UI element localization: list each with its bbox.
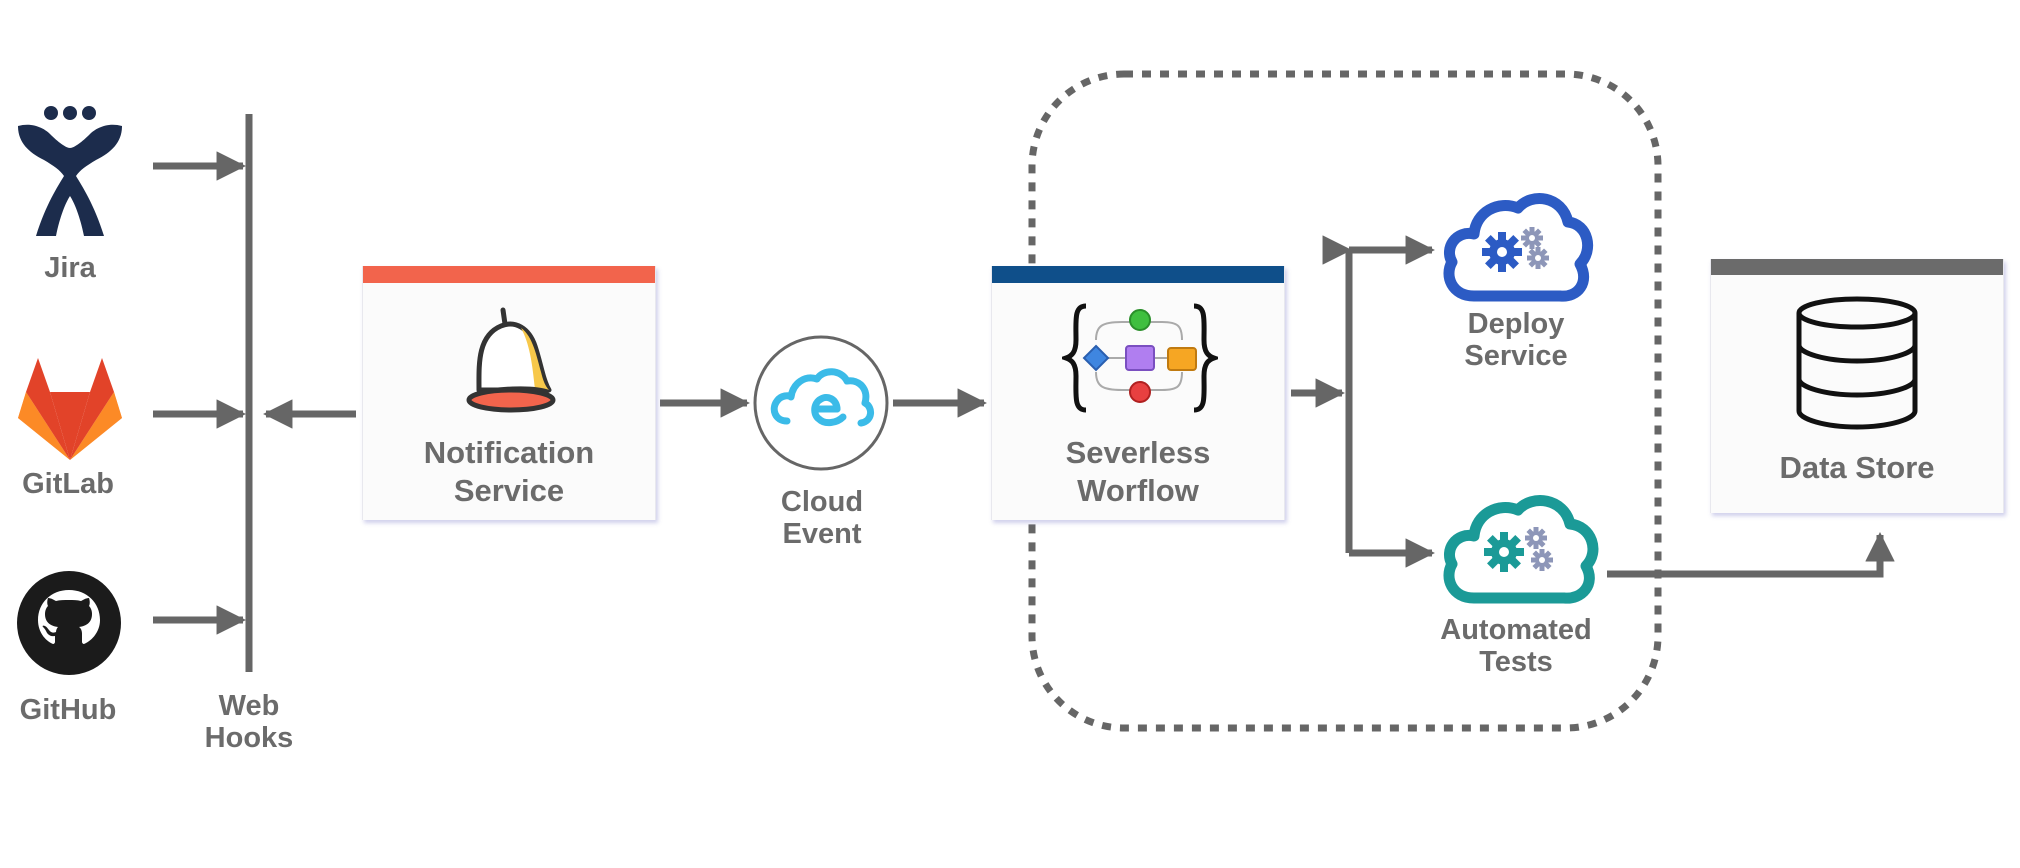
deploy-service-cloud-icon bbox=[1443, 193, 1594, 302]
serverless-workflow-label: Severless Worflow bbox=[992, 434, 1284, 510]
automated-tests-label: Automated Tests bbox=[1418, 614, 1614, 679]
data-store-label: Data Store bbox=[1779, 450, 1935, 485]
notification-service-header-bar bbox=[363, 266, 655, 283]
database-icon bbox=[1796, 296, 1918, 430]
notification-service-card: Notification Service bbox=[362, 266, 656, 520]
jira-label: Jira bbox=[44, 252, 96, 284]
deploy-service-label-line1: Deploy bbox=[1467, 308, 1565, 340]
github-label: GitHub bbox=[19, 694, 117, 726]
notification-service-label-line2: Service bbox=[453, 472, 565, 508]
webhooks-label-line2: Hooks bbox=[204, 722, 294, 755]
data-store-card: Data Store bbox=[1710, 259, 2004, 513]
arrow-tests-to-data-store bbox=[1607, 532, 1895, 578]
automated-tests-label-line1: Automated bbox=[1440, 614, 1592, 646]
gitlab-icon bbox=[18, 358, 122, 460]
cloud-event-icon bbox=[753, 335, 889, 471]
deploy-service-label: Deploy Service bbox=[1428, 308, 1604, 373]
webhooks-label-line1: Web bbox=[218, 690, 280, 722]
notification-service-label: Notification Service bbox=[363, 434, 655, 510]
notification-service-label-line1: Notification bbox=[423, 435, 595, 470]
cloud-event-label-line1: Cloud bbox=[780, 486, 864, 518]
github-icon bbox=[17, 571, 121, 675]
automated-tests-cloud-icon bbox=[1443, 495, 1599, 604]
cloud-event-label: Cloud Event bbox=[752, 486, 892, 551]
cloud-event-label-line2: Event bbox=[782, 518, 862, 551]
gitlab-label: GitLab bbox=[22, 468, 114, 500]
bell-icon bbox=[466, 307, 556, 413]
data-store-header-bar bbox=[1711, 259, 2003, 275]
serverless-workflow-card: Severless Worflow bbox=[991, 266, 1285, 520]
serverless-workflow-label-line1: Severless bbox=[1065, 435, 1211, 470]
serverless-workflow-label-line2: Worflow bbox=[1077, 472, 1199, 508]
webhooks-label: Web Hooks bbox=[184, 690, 314, 755]
automated-tests-label-line2: Tests bbox=[1479, 646, 1553, 679]
jira-icon bbox=[18, 106, 122, 236]
deploy-service-label-line2: Service bbox=[1464, 340, 1568, 373]
workflow-icon bbox=[1062, 303, 1218, 413]
serverless-workflow-header-bar bbox=[992, 266, 1284, 283]
